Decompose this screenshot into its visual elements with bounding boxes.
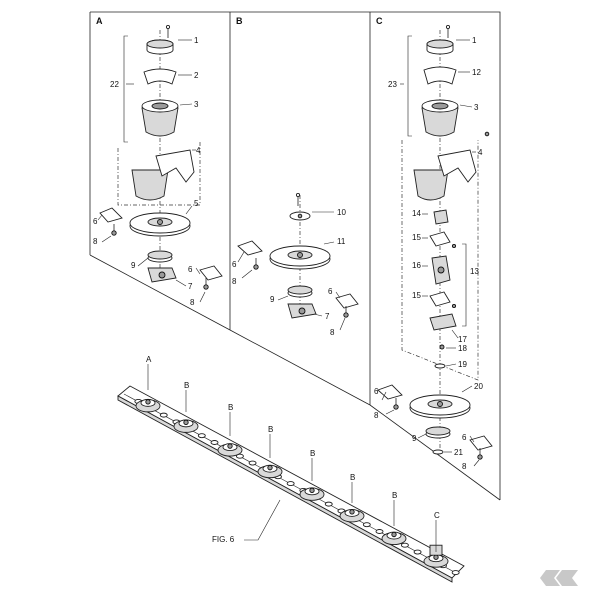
callout-a-8-right: 8 xyxy=(190,298,195,307)
disc-head xyxy=(381,531,407,546)
callout-c-21: 21 xyxy=(454,448,463,457)
disc-head xyxy=(339,508,365,523)
disc-head xyxy=(173,419,199,433)
figure-label: FIG. 6 xyxy=(212,535,235,544)
bar-label-a: A xyxy=(146,355,152,364)
bar-hole xyxy=(451,570,460,576)
callout-a-2: 2 xyxy=(194,71,199,80)
callout-c-4: 4 xyxy=(478,148,483,157)
callout-b-8-right: 8 xyxy=(330,328,335,337)
bar-hole xyxy=(197,433,206,439)
panel-c-parts xyxy=(377,24,493,467)
callout-c-19: 19 xyxy=(458,360,467,369)
callout-b-9: 9 xyxy=(270,295,275,304)
disc-head xyxy=(257,464,283,479)
callout-a-1: 1 xyxy=(194,36,199,45)
callout-a-7: 7 xyxy=(188,282,193,291)
callout-c-14: 14 xyxy=(412,209,421,218)
callout-c-20: 20 xyxy=(474,382,483,391)
callout-b-8-left: 8 xyxy=(232,277,237,286)
bar-hole xyxy=(375,529,384,534)
callout-c-13: 13 xyxy=(470,267,479,276)
panel-a-parts xyxy=(97,24,223,303)
callout-a-9: 9 xyxy=(131,261,136,270)
panel-b-parts xyxy=(237,192,359,331)
callout-c-8-left: 8 xyxy=(374,411,379,420)
callout-c-12: 12 xyxy=(472,68,481,77)
callout-c-17: 17 xyxy=(458,335,467,344)
callout-a-4: 4 xyxy=(196,146,201,155)
panel-label-c: C xyxy=(376,16,383,26)
bar-label-b-1: B xyxy=(184,381,189,390)
callout-a-3: 3 xyxy=(194,100,199,109)
callout-b-6-left: 6 xyxy=(232,260,237,269)
brand-logo xyxy=(540,570,578,586)
callout-c-6-right: 6 xyxy=(462,433,467,442)
bar-hole xyxy=(159,412,168,418)
callout-c-15-top: 15 xyxy=(412,233,421,242)
panel-label-a: A xyxy=(96,16,103,26)
bar-label-c: C xyxy=(434,511,440,520)
panel-label-b: B xyxy=(236,16,243,26)
callout-a-5: 5 xyxy=(194,199,199,208)
callout-a-6-left: 6 xyxy=(93,217,98,226)
panel-frames xyxy=(89,11,501,501)
disc-head xyxy=(217,443,243,457)
bar-hole xyxy=(210,440,219,445)
callout-b-6-right: 6 xyxy=(328,287,333,296)
callout-c-8-right: 8 xyxy=(462,462,467,471)
bar-hole xyxy=(400,542,409,548)
callout-c-15-bottom: 15 xyxy=(412,291,421,300)
callout-c-1: 1 xyxy=(472,36,477,45)
callout-c-6-left: 6 xyxy=(374,387,379,396)
bar-hole xyxy=(324,501,333,507)
callout-a-22: 22 xyxy=(110,80,119,89)
bar-hole xyxy=(235,453,244,459)
callout-c-18: 18 xyxy=(458,344,467,353)
callout-c-23: 23 xyxy=(388,80,397,89)
callout-c-3: 3 xyxy=(474,103,479,112)
callout-c-9: 9 xyxy=(412,434,417,443)
disc-head xyxy=(135,398,161,413)
bar-hole xyxy=(248,460,257,466)
bar-hole xyxy=(362,522,371,528)
callout-a-6-right: 6 xyxy=(188,265,193,274)
callout-b-7: 7 xyxy=(325,312,330,321)
bar-label-b-6: B xyxy=(392,491,397,500)
callout-b-11: 11 xyxy=(337,237,346,246)
cutter-bar xyxy=(117,385,465,583)
callout-c-16: 16 xyxy=(412,261,421,270)
bar-label-b-4: B xyxy=(310,449,315,458)
callout-b-10: 10 xyxy=(337,208,346,217)
bar-label-b-3: B xyxy=(268,425,273,434)
bar-hole xyxy=(413,549,422,555)
bar-label-b-5: B xyxy=(350,473,355,482)
disc-head xyxy=(299,487,325,501)
bar-label-b-2: B xyxy=(228,403,233,412)
callout-a-8-left: 8 xyxy=(93,237,98,246)
bar-hole xyxy=(286,481,295,487)
